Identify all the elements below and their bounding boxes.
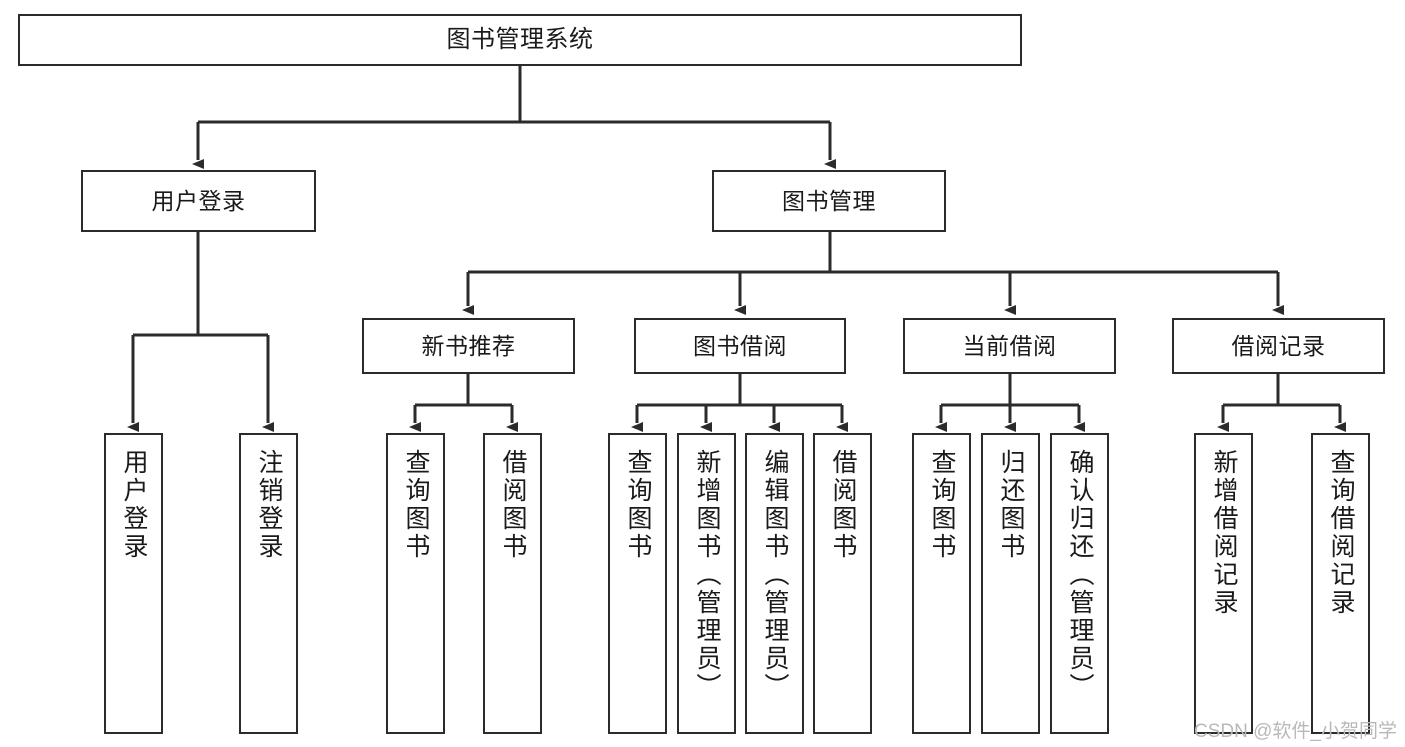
node-label: 图书管理 — [782, 187, 876, 214]
node-label: 新书推荐 — [421, 332, 516, 359]
node-book-management[interactable]: 图书管理 — [712, 170, 946, 232]
leaf-query-book-current[interactable]: 查询图书 — [912, 433, 971, 734]
node-label: 当前借阅 — [962, 332, 1057, 359]
leaf-confirm-return-admin[interactable]: 确认归还（管理员） — [1050, 433, 1109, 734]
node-borrow-records[interactable]: 借阅记录 — [1172, 318, 1385, 374]
leaf-query-book-borrow[interactable]: 查询图书 — [608, 433, 667, 734]
watermark: CSDN @软件_小贺同学 — [1194, 721, 1397, 742]
leaf-query-borrow-record[interactable]: 查询借阅记录 — [1311, 433, 1370, 734]
node-label: 归还图书 — [997, 449, 1025, 561]
node-new-book-recommend[interactable]: 新书推荐 — [362, 318, 575, 374]
node-label: 查询图书 — [928, 449, 956, 561]
leaf-borrow-book-recommend[interactable]: 借阅图书 — [483, 433, 542, 734]
node-label: 新增图书（管理员） — [693, 449, 721, 701]
node-label: 用户登录 — [151, 187, 246, 214]
node-label: 注销登录 — [255, 449, 283, 561]
node-label: 查询图书 — [402, 449, 430, 561]
node-label: 查询图书 — [624, 449, 652, 561]
node-label: 图书管理系统 — [446, 26, 594, 54]
node-label: 编辑图书（管理员） — [761, 449, 789, 701]
leaf-user-login[interactable]: 用户登录 — [104, 433, 163, 734]
node-label: 确认归还（管理员） — [1066, 449, 1094, 701]
node-current-borrow[interactable]: 当前借阅 — [903, 318, 1116, 374]
node-label: 用户登录 — [120, 449, 148, 561]
node-label: 新增借阅记录 — [1210, 449, 1238, 617]
node-user-login[interactable]: 用户登录 — [81, 170, 316, 232]
node-root-system[interactable]: 图书管理系统 — [18, 14, 1022, 66]
node-label: 借阅图书 — [499, 449, 527, 561]
leaf-query-book-recommend[interactable]: 查询图书 — [386, 433, 445, 734]
leaf-logout-login[interactable]: 注销登录 — [239, 433, 298, 734]
leaf-return-book[interactable]: 归还图书 — [981, 433, 1040, 734]
leaf-add-borrow-record[interactable]: 新增借阅记录 — [1194, 433, 1253, 734]
node-label: 借阅记录 — [1231, 332, 1326, 359]
node-label: 查询借阅记录 — [1327, 449, 1355, 617]
leaf-borrow-book[interactable]: 借阅图书 — [813, 433, 872, 734]
node-label: 借阅图书 — [829, 449, 857, 561]
node-book-borrow[interactable]: 图书借阅 — [634, 318, 846, 374]
leaf-edit-book-admin[interactable]: 编辑图书（管理员） — [745, 433, 804, 734]
leaf-add-book-admin[interactable]: 新增图书（管理员） — [677, 433, 736, 734]
node-label: 图书借阅 — [693, 332, 787, 359]
